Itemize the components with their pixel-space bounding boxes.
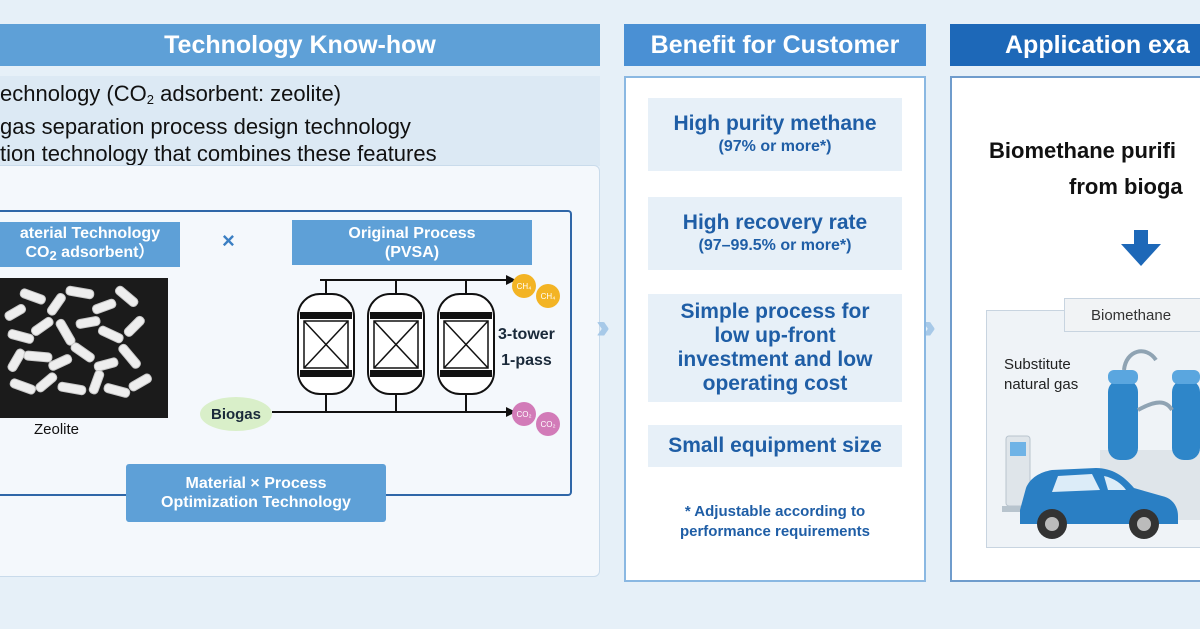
- arrow-down-icon: [1121, 230, 1161, 266]
- zeolite-pellets-image: [0, 278, 168, 418]
- header-benefit-text: Benefit for Customer: [650, 30, 900, 59]
- benefit-high-recovery: High recovery rate (97–99.5% or more*): [648, 197, 902, 270]
- benefit-footnote: * Adjustable according to performance re…: [648, 502, 902, 542]
- optimization-line2: Optimization Technology: [161, 494, 351, 511]
- material-label-line1: aterial Technology: [19, 225, 161, 242]
- times-symbol: ×: [222, 228, 235, 253]
- optimization-line1: Material × Process: [185, 475, 327, 492]
- technology-feature-list: echnology (CO2 adsorbent: zeolite) gas s…: [0, 76, 600, 166]
- benefit-1-sub: (97% or more*): [718, 137, 832, 155]
- storage-tank-icon: [1100, 349, 1200, 520]
- header-technology-know-how: Technology Know-how: [0, 24, 600, 66]
- benefit-2-main: High recovery rate: [682, 210, 868, 234]
- application-title-line1: Biomethane purifi: [989, 138, 1177, 163]
- substitute-line2: natural gas: [1004, 376, 1079, 393]
- benefit-2-sub: (97–99.5% or more*): [698, 236, 852, 254]
- material-label-subscript: 2: [49, 248, 57, 263]
- process-label-line1: Original Process: [348, 224, 476, 242]
- process-label-line2: (PVSA): [384, 243, 440, 261]
- material-technology-label: aterial Technology CO2 adsorbent）: [0, 222, 180, 267]
- feature-1-suffix: adsorbent: zeolite): [153, 81, 342, 106]
- benefit-high-purity: High purity methane (97% or more*): [648, 98, 902, 171]
- technology-feature-2: gas separation process design technology: [0, 114, 411, 139]
- tower-line1: 3-tower: [498, 326, 555, 343]
- footnote-line2: performance requirements: [679, 523, 871, 540]
- biogas-input-bubble: Biogas: [200, 397, 272, 431]
- benefit-3-line4: operating cost: [702, 372, 848, 395]
- adsorption-tower-icon: [297, 293, 355, 395]
- original-process-label: Original Process (PVSA): [292, 220, 532, 265]
- technology-feature-1: echnology (CO2 adsorbent: zeolite): [0, 80, 600, 113]
- application-title: Biomethane purifi from bioga: [989, 133, 1200, 205]
- header-technology-text: Technology Know-how: [164, 30, 436, 59]
- benefit-small-equipment: Small equipment size: [648, 425, 902, 467]
- benefit-3-line1: Simple process for: [680, 300, 870, 323]
- benefit-simple-process: Simple process for low up-front investme…: [648, 294, 902, 402]
- pvsa-tower-diagram: CH₄ CH₄ CO₂ CO₂: [272, 274, 560, 436]
- tower-configuration-label: 3-tower 1-pass: [498, 322, 555, 374]
- fuel-dispenser-icon: [1002, 435, 1034, 512]
- zeolite-photo: [0, 278, 168, 418]
- ch4-output-bubbles: CH₄ CH₄: [512, 274, 560, 308]
- chevron-right-icon: ›››: [596, 308, 610, 346]
- material-label-prefix: CO: [25, 244, 50, 261]
- footnote-line1: * Adjustable according to: [684, 503, 866, 520]
- co2-bubble-text-2: CO₂: [540, 420, 555, 429]
- co2-bubble-text-1: CO₂: [516, 410, 531, 419]
- feature-1-prefix: echnology (CO: [0, 81, 147, 106]
- zeolite-caption: Zeolite: [34, 421, 80, 438]
- benefit-3-line2: low up-front: [714, 324, 836, 347]
- header-application-example: Application exa: [950, 24, 1200, 66]
- material-label-suffix: adsorbent）: [56, 244, 155, 261]
- ch4-bubble-text-2: CH₄: [541, 292, 556, 301]
- benefit-1-main: High purity methane: [673, 111, 877, 135]
- application-title-line2: from bioga: [1069, 174, 1183, 199]
- co2-output-bubbles: CO₂ CO₂: [512, 402, 560, 436]
- adsorption-tower-icon: [437, 293, 495, 395]
- benefit-3-line3: investment and low: [677, 348, 873, 371]
- tower-line2: 1-pass: [501, 352, 552, 369]
- ch4-bubble-text-1: CH₄: [517, 282, 532, 291]
- technology-feature-3: tion technology that combines these feat…: [0, 141, 437, 166]
- adsorption-tower-icon: [367, 293, 425, 395]
- substitute-natural-gas-label: Substitute natural gas: [1004, 355, 1078, 395]
- material-label-line2: CO2 adsorbent）: [0, 243, 180, 265]
- application-illustration: [1002, 349, 1200, 539]
- header-benefit-for-customer: Benefit for Customer: [624, 24, 926, 66]
- optimization-technology-label: Material × Process Optimization Technolo…: [126, 464, 386, 522]
- header-application-text: Application exa: [1005, 30, 1190, 59]
- car-icon: [1020, 468, 1178, 539]
- benefit-4-main: Small equipment size: [668, 434, 882, 457]
- substitute-line1: Substitute: [1004, 356, 1071, 373]
- biomethane-tag: Biomethane: [1064, 298, 1200, 332]
- feature-1-subscript: 2: [146, 92, 154, 107]
